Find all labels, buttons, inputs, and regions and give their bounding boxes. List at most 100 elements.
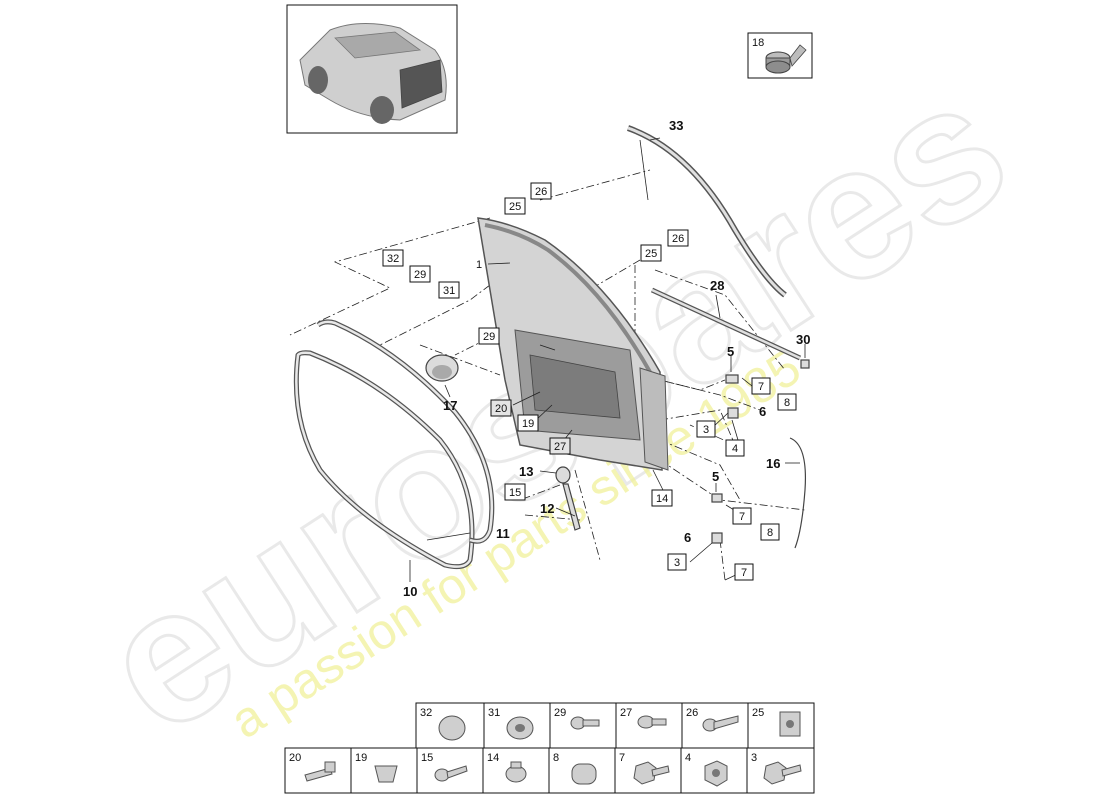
legend-cell-26: 26 xyxy=(681,702,749,749)
legend-cell-31: 31 xyxy=(483,702,551,749)
legend-cell-32: 32 xyxy=(415,702,485,749)
part-11-door-seal-secondary xyxy=(316,319,495,544)
callout-box-29a: 29 xyxy=(409,265,431,283)
callout-11: 11 xyxy=(496,526,510,541)
part-17-cap xyxy=(425,354,459,398)
svg-text:4: 4 xyxy=(685,752,691,764)
svg-text:19: 19 xyxy=(355,752,367,764)
callout-18: 18 xyxy=(752,37,764,49)
svg-text:29: 29 xyxy=(554,707,566,719)
callout-13: 13 xyxy=(519,464,533,479)
part-10-door-seal xyxy=(293,350,475,570)
callout-box-8a: 8 xyxy=(777,393,797,411)
callout-28: 28 xyxy=(710,278,724,293)
part-6-hinge-upper xyxy=(727,407,739,419)
legend-cell-3: 3 xyxy=(746,747,815,794)
svg-text:31: 31 xyxy=(443,285,455,297)
svg-text:3: 3 xyxy=(703,424,709,436)
legend-cell-8: 8 xyxy=(548,747,616,794)
svg-text:3: 3 xyxy=(751,752,757,764)
vehicle-thumbnail xyxy=(286,4,458,134)
callout-box-27: 27 xyxy=(549,437,571,455)
tape-roll-icon xyxy=(765,44,807,74)
callout-16: 16 xyxy=(766,456,780,471)
legend-cell-15: 15 xyxy=(416,747,484,794)
part-18-tape-box: 18 xyxy=(747,32,813,79)
bolt-icon xyxy=(304,761,336,782)
callout-10: 10 xyxy=(403,584,417,599)
svg-text:3: 3 xyxy=(674,557,680,569)
callout-box-8b: 8 xyxy=(760,523,780,541)
svg-text:26: 26 xyxy=(672,233,684,245)
screw-icon xyxy=(570,716,600,730)
flange-screw-icon xyxy=(505,761,527,783)
callout-box-15: 15 xyxy=(504,483,526,501)
svg-text:8: 8 xyxy=(767,527,773,539)
callout-box-3a: 3 xyxy=(696,420,716,438)
cap-icon xyxy=(438,715,466,741)
legend-cell-29: 29 xyxy=(549,702,617,749)
callout-17: 17 xyxy=(443,398,457,413)
svg-text:27: 27 xyxy=(554,441,566,453)
svg-text:7: 7 xyxy=(619,752,625,764)
callout-6a: 6 xyxy=(759,404,766,419)
legend-cell-27: 27 xyxy=(615,702,683,749)
callout-5a: 5 xyxy=(727,344,734,359)
legend-cell-7: 7 xyxy=(614,747,682,794)
svg-text:32: 32 xyxy=(420,707,432,719)
part-5-hinge-lower xyxy=(711,483,723,503)
svg-text:25: 25 xyxy=(752,707,764,719)
callouts-plain: 1 33 28 30 5 6 16 5 6 17 13 12 11 10 xyxy=(403,118,810,599)
svg-text:26: 26 xyxy=(686,707,698,719)
part-30-clip xyxy=(800,344,810,369)
callout-box-7b: 7 xyxy=(732,507,752,525)
svg-text:26: 26 xyxy=(535,186,547,198)
part-12-bracket xyxy=(555,483,581,531)
legend-cell-20: 20 xyxy=(284,747,352,794)
grommet-icon xyxy=(506,716,534,740)
svg-text:31: 31 xyxy=(488,707,500,719)
callout-box-20: 20 xyxy=(490,399,512,417)
svg-text:8: 8 xyxy=(553,752,559,764)
callout-box-19: 19 xyxy=(517,414,539,432)
callout-box-14: 14 xyxy=(651,489,673,507)
hinge-bolt-icon xyxy=(763,761,802,785)
callout-box-31: 31 xyxy=(438,281,460,299)
part-33-window-frame-strip xyxy=(626,125,787,298)
svg-text:29: 29 xyxy=(483,331,495,343)
svg-text:29: 29 xyxy=(414,269,426,281)
svg-text:32: 32 xyxy=(387,253,399,265)
screw-icon xyxy=(637,715,667,729)
legend-cell-14: 14 xyxy=(482,747,550,794)
part-16-cable xyxy=(785,437,807,549)
car-icon xyxy=(299,22,447,124)
svg-text:19: 19 xyxy=(522,418,534,430)
callout-box-25a: 25 xyxy=(504,197,526,215)
callout-1: 1 xyxy=(476,259,482,271)
callout-box-32: 32 xyxy=(382,249,404,267)
svg-text:15: 15 xyxy=(509,487,521,499)
callout-33: 33 xyxy=(669,118,683,133)
legend-cell-19: 19 xyxy=(350,747,418,794)
svg-text:27: 27 xyxy=(620,707,632,719)
part-13-stopper xyxy=(539,466,571,484)
part-1-door-assembly xyxy=(477,217,669,471)
screw-icon xyxy=(434,765,468,782)
callout-box-25b: 25 xyxy=(640,244,662,262)
svg-text:7: 7 xyxy=(758,381,764,393)
callout-box-29b: 29 xyxy=(478,327,500,345)
callout-30: 30 xyxy=(796,332,810,347)
clip-nut-icon xyxy=(779,711,801,737)
self-tapping-screw-icon xyxy=(702,715,739,732)
svg-text:20: 20 xyxy=(289,752,301,764)
svg-text:7: 7 xyxy=(741,567,747,579)
leader-lines xyxy=(409,137,753,582)
svg-text:4: 4 xyxy=(732,443,738,455)
svg-text:20: 20 xyxy=(495,403,507,415)
part-28-seal-strip xyxy=(650,287,802,361)
callouts-boxed: 25 26 25 26 32 29 31 29 20 19 27 15 14 7… xyxy=(382,182,797,581)
hex-bolt-icon xyxy=(633,761,670,785)
callout-box-7c: 7 xyxy=(734,563,754,581)
part-6-hinge-lower xyxy=(711,532,723,544)
